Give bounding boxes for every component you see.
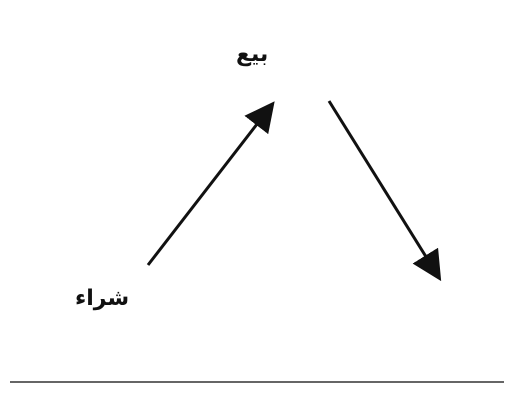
bottom-left-label: شراء (75, 286, 130, 311)
upward-arrow (146, 101, 275, 266)
top-label: بيع (236, 42, 269, 67)
downward-arrow (327, 100, 442, 282)
